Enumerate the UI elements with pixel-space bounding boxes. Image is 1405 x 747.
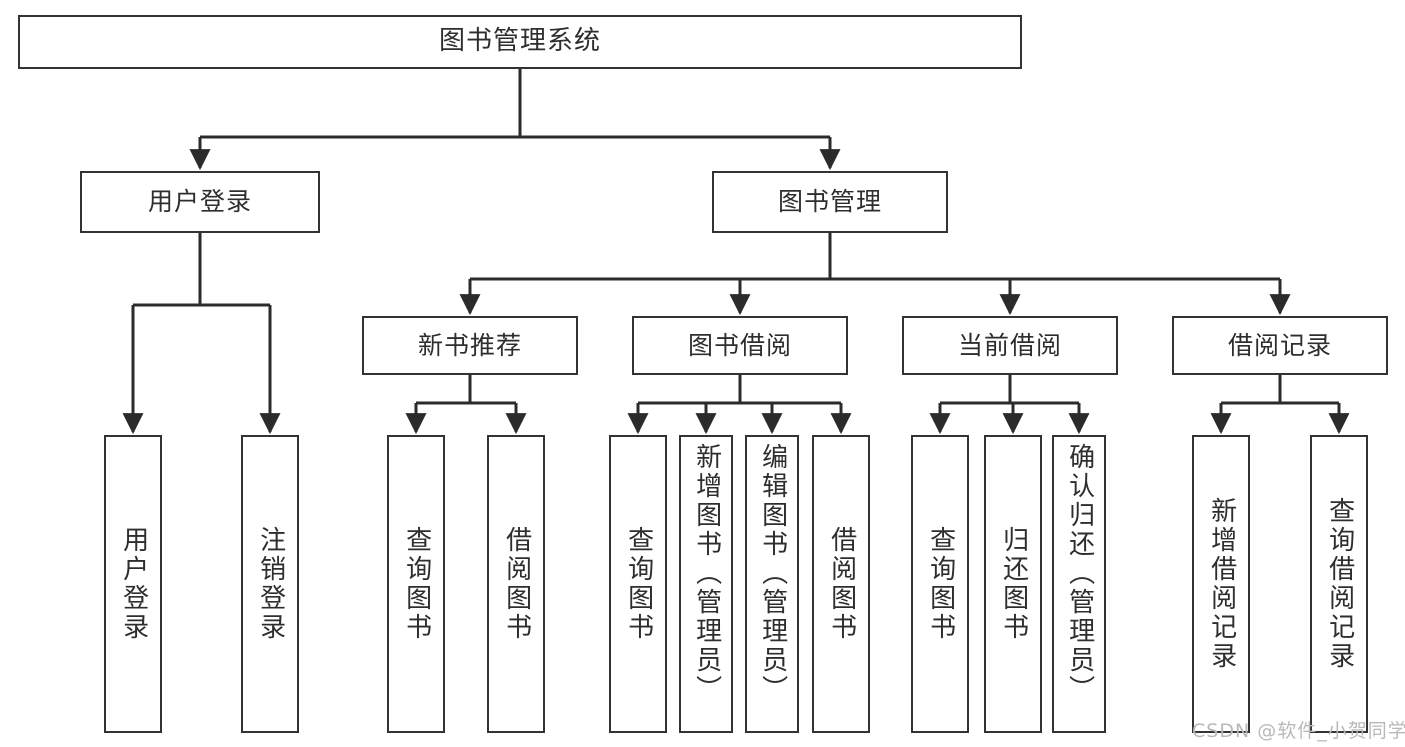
leaf-query-book-1[interactable]: 查询图书 <box>387 435 445 733</box>
node-label: 当前借阅 <box>957 330 1062 360</box>
node-label: 查询图书 <box>925 526 956 642</box>
node-book-borrow[interactable]: 图书借阅 <box>632 316 848 375</box>
node-label: 查询借阅记录 <box>1324 497 1355 671</box>
node-label: 查询图书 <box>401 526 432 642</box>
node-label: 用户登录 <box>147 187 252 216</box>
node-label: 编辑图书（管理员） <box>757 443 788 704</box>
node-label: 新书推荐 <box>417 330 522 360</box>
node-label: 用户登录 <box>118 526 149 642</box>
leaf-logout[interactable]: 注销登录 <box>241 435 299 733</box>
node-current-borrow[interactable]: 当前借阅 <box>902 316 1118 375</box>
node-label: 图书管理系统 <box>438 26 601 57</box>
node-root[interactable]: 图书管理系统 <box>18 15 1022 69</box>
node-book-manage[interactable]: 图书管理 <box>712 171 948 233</box>
node-label: 新增借阅记录 <box>1206 497 1237 671</box>
node-label: 新增图书（管理员） <box>691 443 722 704</box>
node-label: 借阅图书 <box>826 526 857 642</box>
leaf-query-book-3[interactable]: 查询图书 <box>911 435 969 733</box>
leaf-add-book[interactable]: 新增图书（管理员） <box>679 435 733 733</box>
node-label: 图书管理 <box>777 187 882 216</box>
leaf-user-login[interactable]: 用户登录 <box>104 435 162 733</box>
leaf-borrow-book-2[interactable]: 借阅图书 <box>812 435 870 733</box>
leaf-edit-book[interactable]: 编辑图书（管理员） <box>745 435 799 733</box>
leaf-query-book-2[interactable]: 查询图书 <box>609 435 667 733</box>
leaf-borrow-book-1[interactable]: 借阅图书 <box>487 435 545 733</box>
node-label: 借阅图书 <box>501 526 532 642</box>
node-label: 图书借阅 <box>687 330 792 360</box>
node-user-login[interactable]: 用户登录 <box>80 171 320 233</box>
node-label: 归还图书 <box>998 526 1029 642</box>
node-label: 确认归还（管理员） <box>1064 443 1095 704</box>
node-label: 注销登录 <box>255 526 286 642</box>
leaf-add-record[interactable]: 新增借阅记录 <box>1192 435 1250 733</box>
leaf-confirm-return[interactable]: 确认归还（管理员） <box>1052 435 1106 733</box>
leaf-query-record[interactable]: 查询借阅记录 <box>1310 435 1368 733</box>
node-label: 查询图书 <box>623 526 654 642</box>
node-borrow-record[interactable]: 借阅记录 <box>1172 316 1388 375</box>
csdn-watermark: CSDN @软件_小贺同学 <box>1192 720 1405 742</box>
node-label: 借阅记录 <box>1227 330 1332 360</box>
node-new-book-recommend[interactable]: 新书推荐 <box>362 316 578 375</box>
leaf-return-book[interactable]: 归还图书 <box>984 435 1042 733</box>
